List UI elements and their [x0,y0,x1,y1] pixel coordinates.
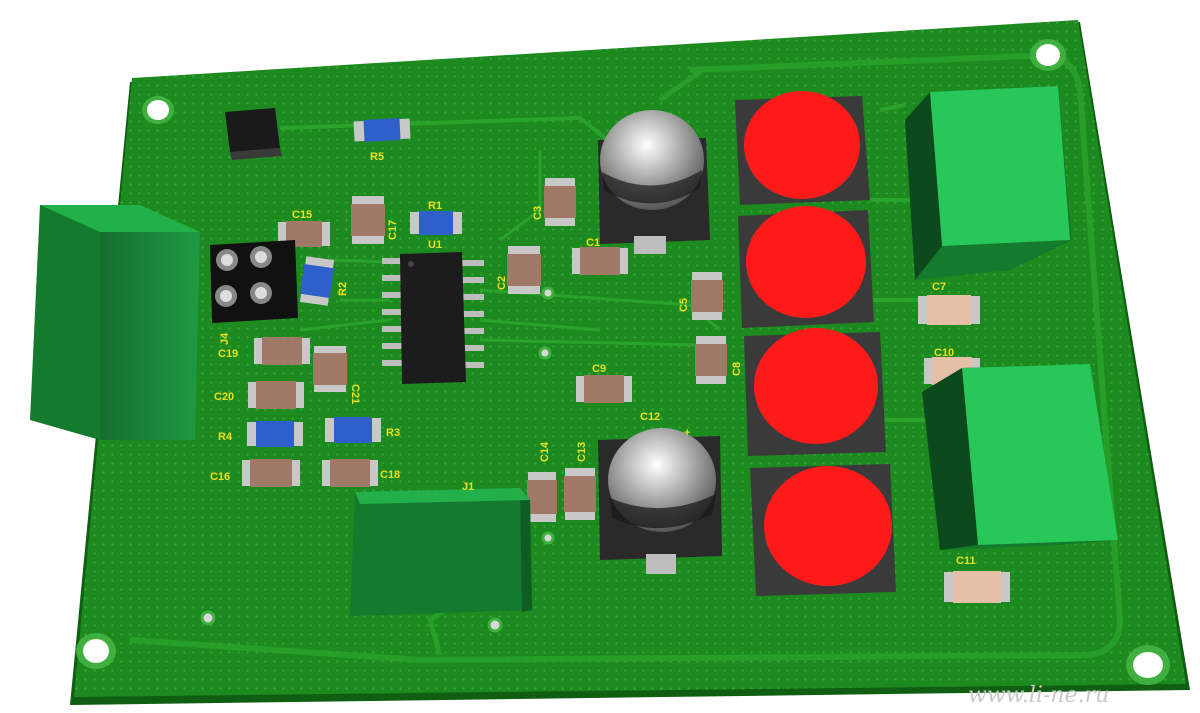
capacitor-c7 [918,295,980,325]
label-c19: C19 [218,348,238,360]
label-c18: C18 [380,469,400,481]
label-r1: R1 [428,200,442,212]
connector-right-top [905,86,1072,280]
mounting-hole-top-right [1030,39,1066,71]
mounting-hole-bottom-left [76,633,116,669]
capacitor-c2 [507,246,541,294]
label-r4: R4 [218,431,233,443]
capacitor-c13 [564,468,596,520]
label-c15: C15 [292,209,312,221]
label-c5: C5 [678,298,690,312]
header-pins-j4 [210,240,298,323]
capacitor-c16 [242,459,300,487]
label-c14: C14 [539,441,551,462]
label-j1: J1 [462,481,474,493]
connector-j1 [350,488,532,616]
label-c9: C9 [592,363,606,375]
label-c12: C12 [640,411,660,423]
capacitor-c14 [527,472,557,522]
label-r5: R5 [370,151,384,163]
inductor-3 [744,328,886,456]
black-smd-component [225,108,282,160]
capacitor-c3 [544,178,576,226]
inductor-4 [750,464,896,596]
inductor-2 [738,206,874,328]
label-r3: R3 [386,427,400,439]
mounting-hole-bottom-right [1126,645,1170,685]
mounting-hole-top-left [142,96,174,124]
label-c21: C21 [349,384,361,404]
capacitor-c17 [351,196,385,244]
label-c20: C20 [214,391,234,403]
label-c7: C7 [932,281,946,293]
label-c10: C10 [934,347,954,359]
label-plus: + [684,427,690,439]
label-u1: U1 [428,239,442,251]
resistor-r3 [325,417,381,443]
electrolytic-capacitor-c12 [598,428,722,574]
capacitor-c11 [944,571,1010,603]
label-c8: C8 [731,362,743,376]
label-c2: C2 [496,276,508,290]
watermark: www.li-ne.ru [968,683,1109,708]
capacitor-c18 [322,459,378,487]
via-holes [200,286,555,633]
resistor-r5 [353,118,411,142]
label-c1: C1 [586,237,600,249]
capacitor-c19 [254,337,310,365]
capacitor-c9 [576,375,632,403]
capacitor-c10 [924,357,980,385]
capacitor-c8 [695,336,727,384]
capacitor-c1 [572,247,628,275]
ic-u1 [382,252,484,384]
capacitor-c21 [313,346,347,392]
label-c17: C17 [387,220,399,240]
capacitor-c20 [248,381,304,409]
electrolytic-capacitor-top [598,110,710,254]
label-c13: C13 [576,442,588,462]
label-r2: R2 [337,282,349,296]
resistor-r4 [247,421,303,447]
label-c11: C11 [956,555,976,567]
label-j4: J4 [219,332,231,345]
resistor-r1 [410,211,462,235]
connector-right-bottom [922,364,1118,550]
connector-left [30,205,200,440]
label-c16: C16 [210,471,230,483]
label-c3: C3 [532,206,544,220]
inductor-1 [735,91,870,205]
resistor-r2 [299,256,335,306]
silkscreen-labels: R5 R1 U1 C15 C17 R2 J4 C19 C21 C20 R4 R3… [210,151,976,567]
capacitor-c5 [691,272,723,320]
capacitors-ceramic [242,178,1010,603]
